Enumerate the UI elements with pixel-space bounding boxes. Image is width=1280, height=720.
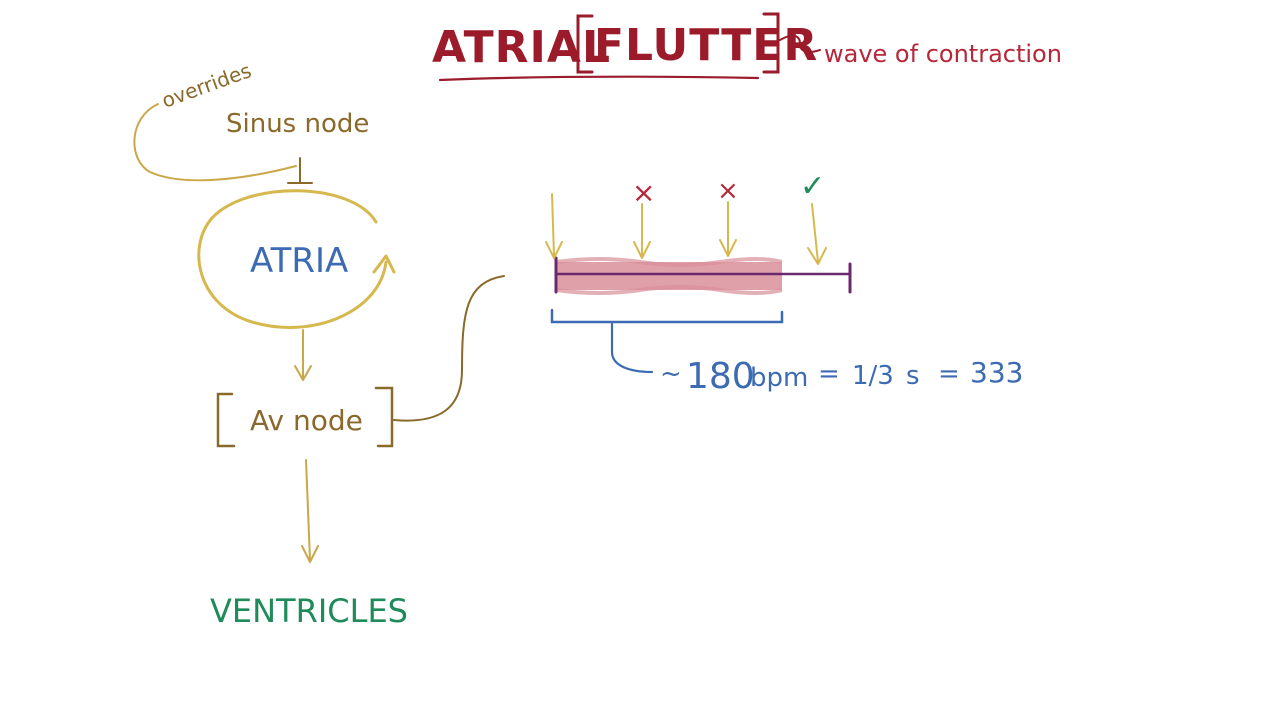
title-annotation-connector	[779, 34, 821, 53]
bracket-pointer	[610, 322, 654, 374]
atria-loop	[197, 189, 388, 329]
seconds-unit: s	[906, 361, 920, 391]
conduction-flow: overrides Sinus node ATRIA Av node VENTR…	[133, 58, 505, 630]
equals-sign-1: =	[818, 359, 840, 389]
title-bracket-right	[762, 12, 780, 74]
title-annotation: wave of contraction	[824, 40, 1062, 68]
atria-label: ATRIA	[250, 241, 348, 281]
overrides-label: overrides	[159, 58, 255, 113]
title-atrial: ATRIAL	[432, 22, 611, 73]
sinus-inhibit-mark	[287, 157, 313, 184]
refractory-band-texture	[555, 257, 783, 295]
atria-to-av-arrow	[294, 329, 312, 381]
impulse-arrow-2	[633, 203, 651, 259]
av-to-ventricles-arrow	[301, 459, 319, 563]
sinus-node-label: Sinus node	[226, 109, 369, 139]
blocked-impulse-mark-2: ×	[717, 176, 739, 206]
av-to-timeline-connector	[393, 275, 505, 422]
refractory-band	[556, 262, 782, 290]
blocked-impulse-mark-1: ×	[632, 176, 655, 209]
milliseconds-value: 333	[970, 356, 1023, 389]
equals-sign-2: =	[938, 359, 960, 389]
av-node-bracket-right	[374, 386, 394, 448]
atria-loop-arrowhead	[372, 254, 396, 274]
impulse-arrow-1	[545, 193, 563, 259]
title-bracket-left	[576, 14, 594, 74]
rate-unit: bpm	[750, 363, 808, 393]
title-underline	[438, 75, 760, 82]
av-node-bracket-left	[216, 392, 236, 448]
ventricles-label: VENTRICLES	[210, 592, 408, 630]
av-node-label: Av node	[250, 404, 363, 437]
overrides-curve	[133, 103, 297, 182]
title-group: ATRIAL FLUTTER wave of contraction	[432, 12, 1062, 82]
title-flutter: FLUTTER	[594, 20, 818, 71]
refractory-timeline: × × ✓ ~ 180 bpm = 1/3 s = 333	[545, 169, 1023, 397]
rate-value: 180	[686, 356, 755, 397]
rate-annotation: ~ 180 bpm = 1/3 s = 333	[660, 356, 1023, 397]
conducted-impulse-check: ✓	[800, 169, 825, 204]
refractory-period-bracket	[550, 308, 784, 324]
impulse-arrow-3	[719, 201, 737, 257]
impulse-arrow-4	[807, 203, 827, 265]
rate-approx: ~	[660, 359, 682, 389]
fraction-one-third: 1/3	[852, 361, 894, 391]
